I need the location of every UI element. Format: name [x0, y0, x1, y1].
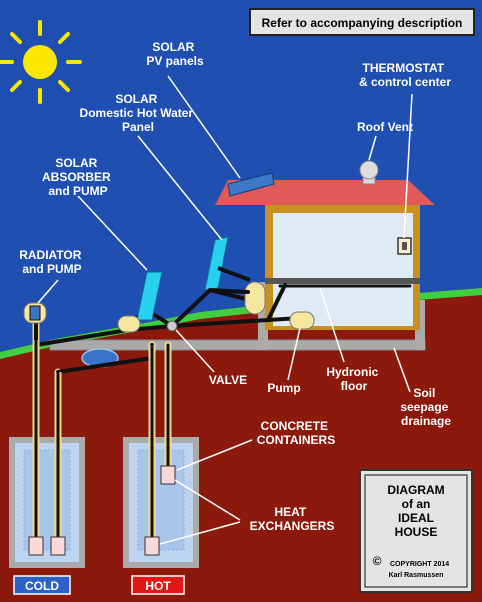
leader-lines: [37, 75, 413, 545]
author-text: Karl Rasmussen: [389, 572, 444, 579]
house-upper-floor: [273, 213, 413, 278]
label-valve: VALVE: [209, 373, 247, 387]
solar-dhw-panel: [204, 236, 229, 291]
heat-exchanger-icon: [50, 536, 66, 556]
heat-exchanger-icon: [160, 465, 176, 485]
label-solar-dhw: SOLAR Domestic Hot Water Panel: [80, 92, 197, 134]
label-solar-pv: SOLAR PV panels: [146, 40, 204, 68]
cold-label: COLD: [25, 579, 59, 593]
label-thermostat: THERMOSTAT & control center: [359, 61, 451, 89]
heat-exchanger-icon: [28, 536, 44, 556]
house: [215, 180, 435, 330]
floor-pump-icon: [289, 311, 315, 330]
copyright-symbol: ©: [373, 554, 382, 568]
roof: [215, 180, 435, 205]
label-pump: Pump: [267, 381, 300, 395]
grass: [0, 288, 482, 359]
title-line: HOUSE: [395, 525, 438, 539]
label-roof-vent: Roof Vent: [357, 120, 413, 134]
label-heat-exchangers: HEAT EXCHANGERS: [250, 505, 335, 533]
title-box: DIAGRAM of an IDEAL HOUSE © COPYRIGHT 20…: [359, 469, 473, 593]
sun-icon: [0, 20, 82, 104]
hot-badge: [131, 575, 185, 595]
label-concrete-containers: CONCRETE CONTAINERS: [257, 419, 335, 447]
hydronic-floor-slab: [265, 278, 420, 284]
copyright-text: COPYRIGHT 2014: [390, 561, 449, 568]
label-hydronic-floor: Hydronic floor: [326, 365, 381, 393]
roof-vent-icon: [359, 160, 379, 185]
foundation-slab: [49, 339, 426, 351]
heat-exchanger-icon: [144, 536, 160, 556]
title-line: IDEAL: [398, 511, 434, 525]
title-line: of an: [402, 497, 431, 511]
banner: Refer to accompanying description: [249, 8, 475, 36]
dhw-storage-tank: [244, 281, 266, 315]
title-line: DIAGRAM: [387, 483, 444, 497]
label-solar-absorber: SOLAR ABSORBER and PUMP: [42, 156, 114, 198]
cold-tank: [9, 340, 85, 568]
hot-label: HOT: [145, 579, 171, 593]
label-soil-drainage: Soil seepage drainage: [400, 386, 451, 428]
cold-badge: [13, 575, 71, 595]
absorber-pump-icon: [117, 315, 141, 333]
solar-pv-panel: [227, 172, 275, 197]
solar-absorber-panel: [136, 271, 163, 321]
banner-text: Refer to accompanying description: [262, 16, 463, 30]
valve-icon: [166, 320, 178, 332]
label-radiator: RADIATOR and PUMP: [19, 248, 85, 276]
